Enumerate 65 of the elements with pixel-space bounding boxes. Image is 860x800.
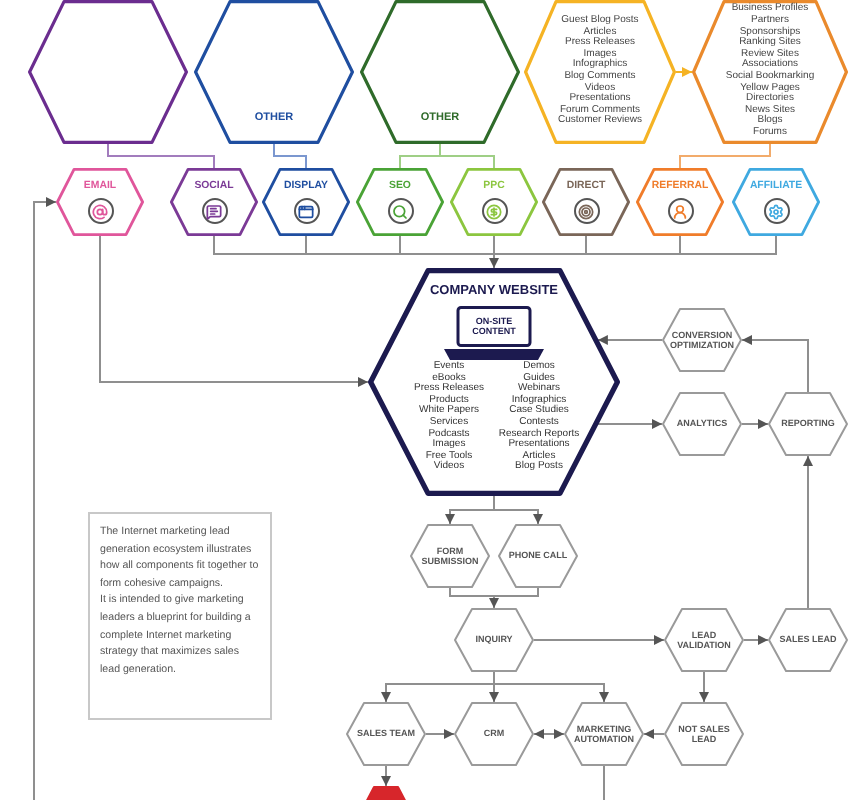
process-hexagon <box>662 308 742 372</box>
connector-line <box>679 143 771 169</box>
website-hexagon <box>368 268 620 496</box>
channel-hexagon <box>542 168 630 236</box>
arrow <box>489 253 499 269</box>
process-hexagon <box>454 608 534 672</box>
arrow <box>699 671 709 703</box>
connector-line <box>399 155 441 169</box>
connector-line <box>449 587 495 597</box>
laptop-drawing <box>444 306 544 360</box>
arrow <box>381 683 495 703</box>
process-hexagon <box>362 786 410 800</box>
channel-hexagon <box>732 168 820 236</box>
process-hexagon <box>664 608 744 672</box>
channel-hexagon <box>636 168 724 236</box>
arrow <box>741 419 769 429</box>
source-hexagon <box>28 0 188 144</box>
process-hexagon <box>410 524 490 588</box>
process-hexagon <box>346 702 426 766</box>
arrow <box>445 509 495 525</box>
channel-hexagon <box>356 168 444 236</box>
connector-line <box>493 235 777 255</box>
arrow <box>489 683 499 703</box>
arrow <box>533 635 665 645</box>
arrow <box>493 683 609 703</box>
arrow <box>425 729 455 739</box>
connector-line <box>493 235 495 255</box>
channel-hexagon <box>262 168 350 236</box>
source-hexagon <box>360 0 520 144</box>
process-hexagon <box>768 392 848 456</box>
note-box <box>88 512 272 720</box>
arrow <box>99 235 369 387</box>
connector-line <box>603 765 605 800</box>
channel-hexagon <box>450 168 538 236</box>
connector-line <box>439 155 495 169</box>
source-hexagon <box>692 0 848 144</box>
arrow <box>493 509 543 525</box>
process-hexagon <box>664 702 744 766</box>
arrow <box>675 67 693 77</box>
process-hexagon <box>564 702 644 766</box>
channel-hexagon <box>56 168 144 236</box>
process-hexagon <box>768 608 848 672</box>
source-hexagon <box>194 0 354 144</box>
process-hexagon <box>454 702 534 766</box>
connector-line <box>493 495 495 511</box>
arrow <box>743 635 769 645</box>
connector-line <box>399 235 495 255</box>
channel-hexagon <box>170 168 258 236</box>
arrow <box>33 197 57 800</box>
connector-line <box>107 143 215 169</box>
connector-line <box>493 587 539 597</box>
process-hexagon <box>498 524 578 588</box>
connector-line <box>273 143 307 169</box>
process-hexagon <box>662 392 742 456</box>
arrow <box>489 595 499 609</box>
arrow <box>643 729 665 739</box>
arrow <box>803 455 813 609</box>
source-hexagon <box>524 0 676 144</box>
arrow <box>381 765 391 787</box>
arrow <box>596 419 663 429</box>
arrow <box>741 335 809 393</box>
connector-line <box>493 671 495 685</box>
connector-line <box>439 143 441 157</box>
arrow <box>596 335 663 345</box>
double-arrow <box>533 729 565 739</box>
